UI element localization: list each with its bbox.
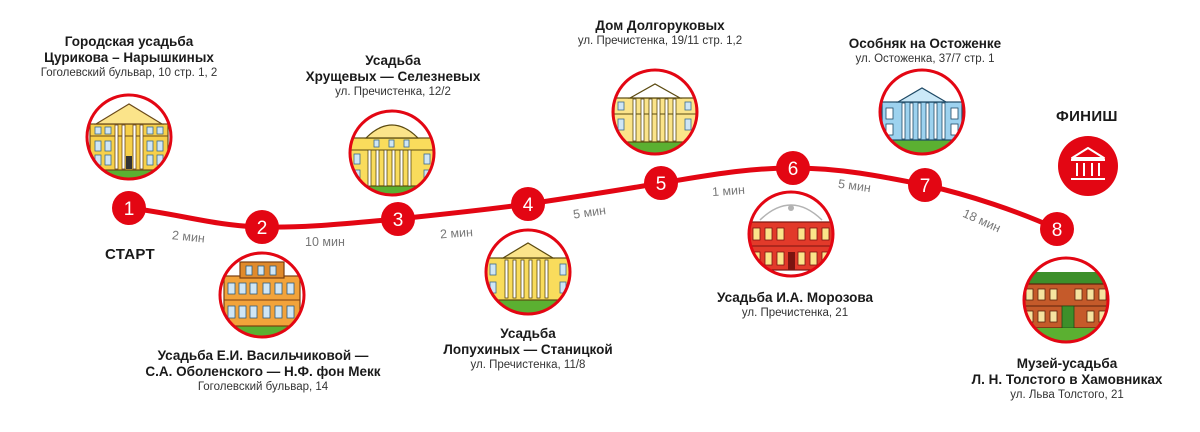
duration-2-3: 10 мин (305, 235, 345, 249)
stop-3-title: Усадьба Хрущевых — Селезневых (305, 53, 481, 85)
finish-label: ФИНИШ (1056, 108, 1118, 125)
stop-6-address: ул. Пречистенка, 21 (741, 307, 849, 320)
stop-3-label: Усадьба Хрущевых — Селезневых ул. Пречис… (298, 53, 488, 100)
stop-7-title: Особняк на Остоженке (848, 36, 1002, 51)
stop-8-image (1022, 256, 1110, 344)
stop-5-image (611, 68, 699, 156)
yellow-columned-mansion-icon (486, 242, 570, 314)
stop-1-address: Гоголевский бульвар, 10 стр. 1, 2 (40, 67, 218, 80)
stop-4-label: Усадьба Лопухиных — Станицкой ул. Пречис… (433, 326, 623, 373)
stop-7-address: ул. Остоженка, 37/7 стр. 1 (855, 53, 995, 66)
duration-7-8: 18 мин (961, 206, 1003, 235)
stop-4-title: Усадьба Лопухиных — Станицкой (443, 326, 613, 358)
stop-6-image (747, 190, 835, 278)
duration-4-5: 5 мин (572, 203, 607, 221)
stop-1-marker: 1 (112, 191, 146, 225)
stop-2-title: Усадьба Е.И. Васильчиковой — С.А. Оболен… (145, 348, 381, 380)
stop-7-image (878, 68, 966, 156)
stop-2-label: Усадьба Е.И. Васильчиковой — С.А. Оболен… (128, 348, 398, 395)
stop-3-marker: 3 (381, 202, 415, 236)
stop-4-number: 4 (523, 195, 534, 216)
stop-1-image (85, 93, 173, 181)
stop-8-title: Музей-усадьба Л. Н. Толстого в Хамовника… (971, 356, 1163, 388)
duration-1-2: 2 мин (171, 228, 205, 245)
stop-7-number: 7 (920, 176, 931, 197)
stop-1-title: Городская усадьба Цурикова – Нарышкиных (44, 34, 214, 66)
stop-8-marker: 8 (1040, 212, 1074, 246)
stop-5-title: Дом Долгоруковых (595, 18, 725, 33)
stop-5-number: 5 (656, 174, 667, 195)
yellow-palace-icon (613, 83, 697, 154)
stop-2-address: Гоголевский бульвар, 14 (197, 381, 329, 394)
stop-5-marker: 5 (644, 166, 678, 200)
stop-7-label: Особняк на Остоженке ул. Остоженка, 37/7… (830, 36, 1020, 67)
stop-8-address: ул. Льва Толстого, 21 (1010, 389, 1124, 402)
yellow-classical-mansion-icon (87, 103, 171, 179)
duration-3-4: 2 мин (440, 225, 474, 241)
stop-2-number: 2 (257, 218, 268, 239)
stop-1-label: Городская усадьба Цурикова – Нарышкиных … (20, 34, 238, 81)
start-label: СТАРТ (105, 246, 155, 263)
stop-6-number: 6 (788, 159, 799, 180)
stop-6-marker: 6 (776, 151, 810, 185)
duration-5-6: 1 мин (712, 183, 746, 199)
stop-2-marker: 2 (245, 210, 279, 244)
stop-7-marker: 7 (908, 168, 942, 202)
stop-2-image (218, 251, 306, 339)
finish-museum-icon (1058, 136, 1118, 196)
stop-8-number: 8 (1052, 220, 1063, 241)
stop-5-address: ул. Пречистенка, 19/11 стр. 1,2 (577, 35, 743, 48)
orange-brick-mansion-icon (220, 261, 304, 337)
stop-4-image (484, 228, 572, 316)
stop-1-number: 1 (124, 199, 135, 220)
stop-3-number: 3 (393, 210, 404, 231)
stop-8-label: Музей-усадьба Л. Н. Толстого в Хамовника… (948, 356, 1186, 403)
yellow-colonnade-mansion-icon (350, 124, 434, 195)
stop-6-title: Усадьба И.А. Морозова (717, 290, 873, 305)
stop-3-image (348, 109, 436, 197)
duration-6-7: 5 мин (837, 177, 872, 195)
stop-3-address: ул. Пречистенка, 12/2 (335, 86, 451, 99)
stop-4-marker: 4 (511, 187, 545, 221)
wooden-estate-icon (1024, 272, 1108, 342)
stop-5-label: Дом Долгоруковых ул. Пречистенка, 19/11 … (560, 18, 760, 49)
stop-4-address: ул. Пречистенка, 11/8 (470, 359, 586, 372)
stop-6-label: Усадьба И.А. Морозова ул. Пречистенка, 2… (700, 290, 890, 321)
